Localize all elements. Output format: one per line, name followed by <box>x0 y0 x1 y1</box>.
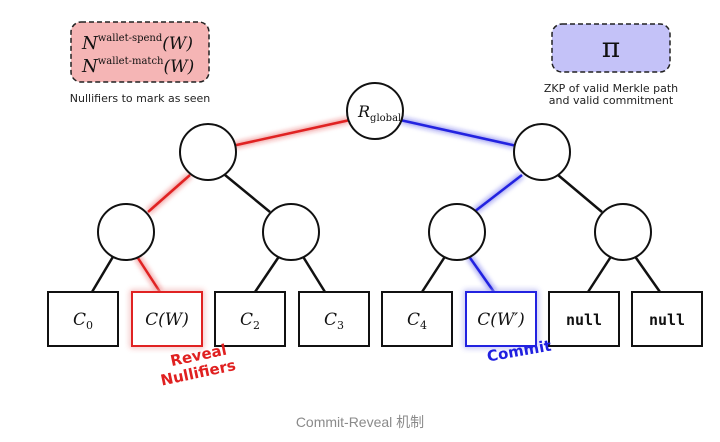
edge-b-b3 <box>473 174 523 213</box>
leaf-box <box>298 291 370 347</box>
root-node <box>346 82 404 140</box>
leaf-box <box>631 291 703 347</box>
leaf-box <box>214 291 286 347</box>
proof-caption-line2: and valid commitment <box>549 94 674 107</box>
edge-root-left <box>231 118 351 148</box>
tree-nodes <box>97 82 652 261</box>
edge-b3-c4 <box>420 254 448 293</box>
node-level2-2 <box>262 203 320 261</box>
nullifier-match: Nwallet-match(W) <box>81 56 194 77</box>
leaf-0: C0 <box>47 291 119 347</box>
node-level1-right <box>513 123 571 181</box>
leaf-label: C2 <box>240 310 260 332</box>
nullifier-caption: Nullifiers to mark as seen <box>70 92 210 105</box>
leaf-label: null <box>566 311 602 329</box>
leaf-5: C(W′) <box>465 291 537 347</box>
nullifier-spend: Nwallet-spend(W) <box>81 33 193 54</box>
pi-symbol: π <box>602 31 620 64</box>
leaf-label: null <box>649 311 685 329</box>
edge-b1-cw <box>134 254 162 293</box>
leaf-6: null <box>548 291 620 347</box>
node-level2-1 <box>97 203 155 261</box>
proof-box: π ZKP of valid Merkle path and valid com… <box>544 23 678 107</box>
tree-edges <box>90 118 662 293</box>
edge-root-right <box>399 118 518 148</box>
edge-b3-cw2 <box>466 254 496 293</box>
leaf-1: C(W) <box>131 291 203 347</box>
leaf-4: C4 <box>381 291 453 347</box>
edge-b4-null2 <box>632 254 662 293</box>
reveal-annotation: Reveal Nullifiers <box>159 341 237 390</box>
leaf-box <box>381 291 453 347</box>
edge-b4-null1 <box>586 254 614 293</box>
edge-a-b1 <box>147 174 191 213</box>
edge-b2-c2 <box>253 254 282 293</box>
merkle-tree-diagram: Nwallet-spend(W) Nwallet-match(W) Nullif… <box>47 21 703 390</box>
leaf-row: C0 C(W) C2 C3 C4 C(W′) null null <box>47 291 703 347</box>
leaf-box <box>465 291 537 347</box>
node-level2-3 <box>428 203 486 261</box>
root-label: Rglobal <box>357 102 401 124</box>
leaf-7: null <box>631 291 703 347</box>
leaf-box <box>47 291 119 347</box>
node-level1-left <box>179 123 237 181</box>
edge-b1-c0 <box>90 254 116 293</box>
leaf-3: C3 <box>298 291 370 347</box>
edge-b-b4 <box>557 174 603 213</box>
leaf-2: C2 <box>214 291 286 347</box>
leaf-label: C(W′) <box>477 310 525 330</box>
node-level2-4 <box>594 203 652 261</box>
leaf-box <box>131 291 203 347</box>
leaf-label: C0 <box>73 310 93 332</box>
leaf-box <box>548 291 620 347</box>
leaf-label: C3 <box>324 310 344 332</box>
leaf-label: C(W) <box>145 310 189 330</box>
edge-b2-c3 <box>300 254 327 293</box>
figure-caption: Commit-Reveal 机制 <box>295 414 425 430</box>
leaf-label: C4 <box>407 310 427 332</box>
nullifier-box: Nwallet-spend(W) Nwallet-match(W) Nullif… <box>70 21 210 105</box>
edge-a-b2 <box>224 174 271 213</box>
proof-caption-line1: ZKP of valid Merkle path <box>544 82 678 95</box>
